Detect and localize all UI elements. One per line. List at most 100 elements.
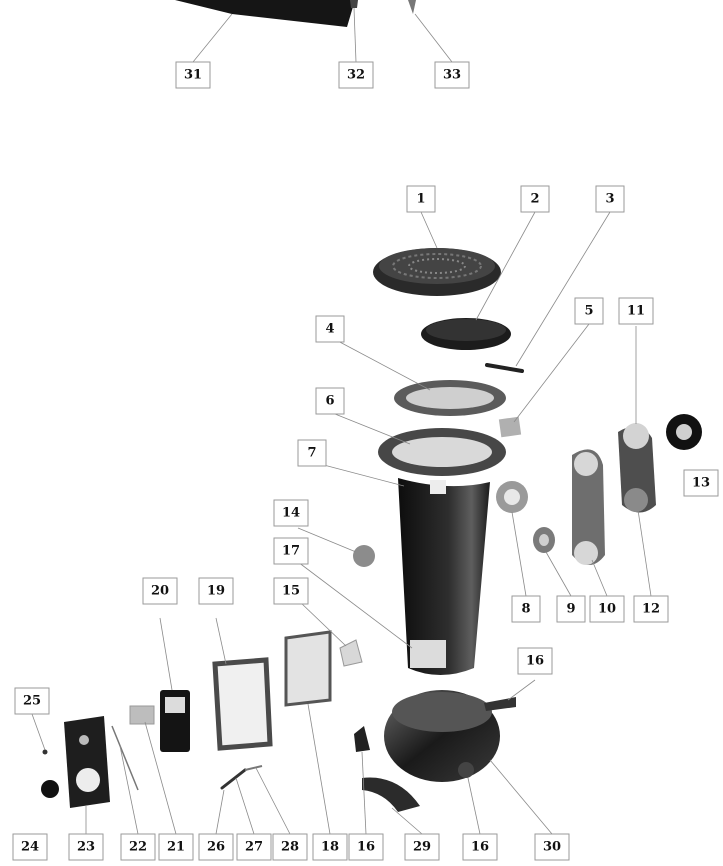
leader-22 xyxy=(119,745,139,835)
callout-13-text: 13 xyxy=(692,476,710,491)
leader-20 xyxy=(159,617,173,691)
callout-27: 27 xyxy=(236,833,272,861)
leader-4 xyxy=(335,339,431,391)
part-23-plate-hole xyxy=(76,768,100,792)
part-11-bracket xyxy=(618,426,656,513)
callout-29: 29 xyxy=(404,833,440,861)
callout-3-text: 3 xyxy=(605,192,614,207)
leader-17 xyxy=(297,561,413,649)
part-9-bushing-hole xyxy=(539,534,549,546)
callout-16b: 16 xyxy=(348,833,384,861)
leader-29 xyxy=(391,807,423,835)
part-7-body xyxy=(398,478,490,675)
callout-3: 3 xyxy=(595,185,625,213)
leader-10 xyxy=(591,559,608,597)
callout-7-text: 7 xyxy=(307,446,316,461)
part-32-screw xyxy=(350,0,358,8)
callout-labels: 31 32 33 1 2 3 5 11 4 6 7 13 14 17 20 19… xyxy=(12,61,719,861)
part-10-bracket xyxy=(572,449,605,565)
leader-32 xyxy=(353,7,357,63)
callout-16a-text: 16 xyxy=(526,654,544,669)
callout-11: 11 xyxy=(618,297,654,325)
part-23-plate-hole-small xyxy=(79,735,89,745)
part-28-rod xyxy=(244,765,263,771)
callout-16c-text: 16 xyxy=(471,840,489,855)
part-7-slot-bottom xyxy=(410,640,446,668)
callout-29-text: 29 xyxy=(413,840,431,855)
part-5-filter xyxy=(498,416,522,438)
leader-21 xyxy=(144,721,177,835)
part-1-grille-ring-inner xyxy=(408,258,466,274)
callout-9-text: 9 xyxy=(566,602,575,617)
callout-26-text: 26 xyxy=(207,840,225,855)
leader-33 xyxy=(414,13,453,63)
leader-1 xyxy=(420,211,438,249)
callout-30-text: 30 xyxy=(543,840,561,855)
part-18-frame xyxy=(284,630,332,707)
callout-27-text: 27 xyxy=(245,840,263,855)
leader-15 xyxy=(299,601,347,647)
callout-18: 18 xyxy=(312,833,348,861)
callout-28-text: 28 xyxy=(281,840,299,855)
callout-28: 28 xyxy=(272,833,308,861)
callout-10-text: 10 xyxy=(598,602,616,617)
leader-6 xyxy=(329,411,411,445)
callout-13: 13 xyxy=(683,469,719,497)
callout-4-text: 4 xyxy=(325,322,334,337)
part-1-grille-ring xyxy=(392,253,482,279)
leader-7 xyxy=(319,463,405,487)
callout-24: 24 xyxy=(12,833,48,861)
callout-17-text: 17 xyxy=(282,544,300,559)
leader-lines xyxy=(31,7,652,835)
part-15-clip xyxy=(339,639,363,667)
part-23-plate xyxy=(64,716,110,808)
part-13-nut-hole xyxy=(676,424,692,440)
leader-8 xyxy=(511,511,527,597)
callout-33: 33 xyxy=(434,61,470,89)
callout-14: 14 xyxy=(273,499,309,527)
leader-16c xyxy=(467,777,481,835)
callout-6: 6 xyxy=(315,387,345,415)
part-12-fitting xyxy=(624,488,648,512)
part-31-panel xyxy=(175,0,355,27)
callout-23-text: 23 xyxy=(77,840,95,855)
callout-11-text: 11 xyxy=(627,304,645,319)
callout-22-text: 22 xyxy=(129,840,147,855)
parts-layer xyxy=(41,0,702,812)
callout-22: 22 xyxy=(120,833,156,861)
callout-8-text: 8 xyxy=(521,602,530,617)
part-29-arc xyxy=(362,777,420,812)
part-30-base-top xyxy=(392,692,492,732)
leader-27 xyxy=(235,777,255,835)
part-24-knob xyxy=(41,780,59,798)
part-8-washer-hole xyxy=(504,489,520,505)
part-19-frame xyxy=(212,657,273,751)
callout-5: 5 xyxy=(574,297,604,325)
leader-18 xyxy=(307,703,331,835)
callout-1: 1 xyxy=(406,185,436,213)
callout-12: 12 xyxy=(633,595,669,623)
leader-5 xyxy=(513,323,590,423)
callout-15: 15 xyxy=(273,577,309,605)
leader-28 xyxy=(255,767,291,835)
callout-25: 25 xyxy=(14,687,50,715)
part-22-wire xyxy=(111,725,139,791)
callout-26: 26 xyxy=(198,833,234,861)
leader-16a xyxy=(507,679,536,701)
callout-12-text: 12 xyxy=(642,602,660,617)
callout-19-text: 19 xyxy=(207,584,225,599)
part-14-knob xyxy=(353,545,375,567)
callout-31: 31 xyxy=(175,61,211,89)
callout-10: 10 xyxy=(589,595,625,623)
part-3-rod xyxy=(485,363,524,373)
part-2-disc-face xyxy=(426,319,506,341)
leader-3 xyxy=(515,211,611,367)
callout-14-text: 14 xyxy=(282,506,300,521)
part-26-rod xyxy=(220,768,247,790)
callout-6-text: 6 xyxy=(325,394,334,409)
callout-5-text: 5 xyxy=(584,304,593,319)
leader-14 xyxy=(297,527,357,553)
callout-16a: 16 xyxy=(517,647,553,675)
part-21-board xyxy=(129,705,155,725)
callout-21-text: 21 xyxy=(167,840,185,855)
